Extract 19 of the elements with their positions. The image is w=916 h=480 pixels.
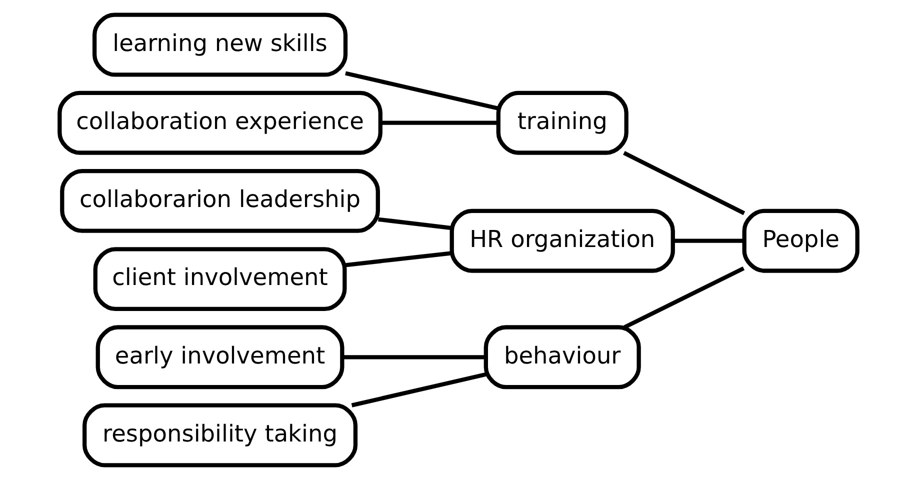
connector [344,251,452,268]
node-box: behaviour [483,325,640,390]
node-box: People [742,208,859,273]
connector [623,266,744,330]
connector [342,355,486,360]
connector [378,217,452,230]
node-box: training [496,90,628,155]
connector [380,120,498,125]
node-box: responsibility taking [82,403,358,468]
node-box: client involvement [92,247,346,312]
node-box: collaborarion leadership [60,168,380,233]
node-box: early involvement [95,325,344,390]
node-box: collaboration experience [57,90,382,155]
node-box: learning new skills [92,12,348,77]
node-box: HR organization [449,208,674,273]
connector [350,372,486,408]
connector [622,151,745,216]
connector [672,238,744,243]
connector [344,71,498,110]
